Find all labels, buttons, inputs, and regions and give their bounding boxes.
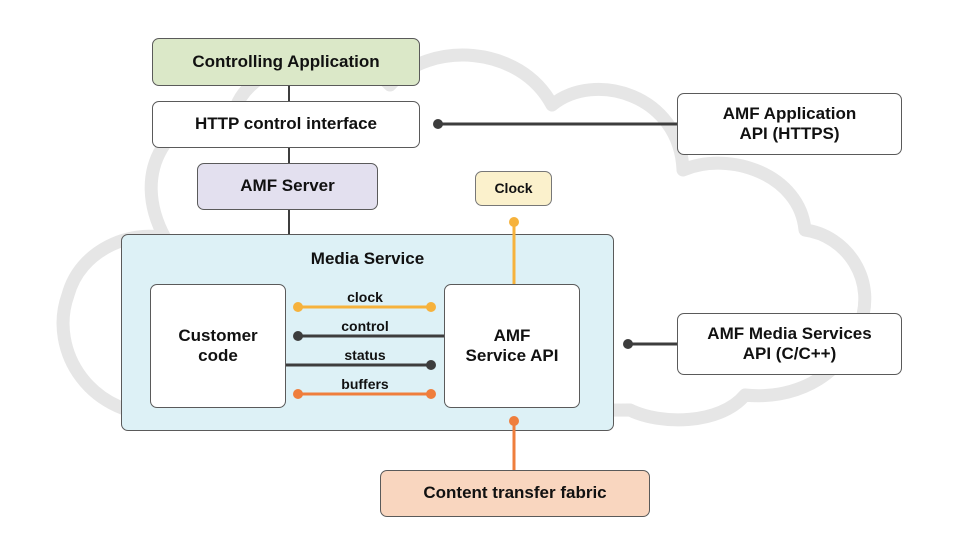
edge-buffers-label: buffers [341, 376, 389, 392]
customer-code-box: Customer code [150, 284, 286, 408]
clock-box: Clock [475, 171, 552, 206]
customer-code-label: Customer code [178, 325, 258, 365]
clock-label: Clock [494, 180, 533, 197]
edge-control-label: control [341, 318, 389, 334]
amf-service-api-label: AMF Service API [465, 325, 559, 365]
amf-application-api-box: AMF Application API (HTTPS) [677, 93, 902, 155]
media-service-title: Media Service [310, 249, 425, 268]
connector-media-api-dot [623, 339, 633, 349]
amf-application-api-label: AMF Application API (HTTPS) [722, 103, 857, 143]
controlling-application-label: Controlling Application [192, 51, 380, 71]
edge-clock-label: clock [347, 289, 383, 305]
controlling-application-box: Controlling Application [152, 38, 420, 86]
content-transfer-fabric-box: Content transfer fabric [380, 470, 650, 517]
amf-service-api-box: AMF Service API [444, 284, 580, 408]
http-control-interface-box: HTTP control interface [152, 101, 420, 148]
amf-media-services-api-label: AMF Media Services API (C/C++) [707, 323, 872, 363]
amf-server-label: AMF Server [240, 176, 335, 196]
edge-status-label: status [344, 347, 386, 363]
content-transfer-fabric-label: Content transfer fabric [423, 483, 607, 503]
amf-server-box: AMF Server [197, 163, 378, 210]
amf-media-services-api-box: AMF Media Services API (C/C++) [677, 313, 902, 375]
connector-app-api-dot [433, 119, 443, 129]
http-control-interface-label: HTTP control interface [195, 114, 377, 134]
